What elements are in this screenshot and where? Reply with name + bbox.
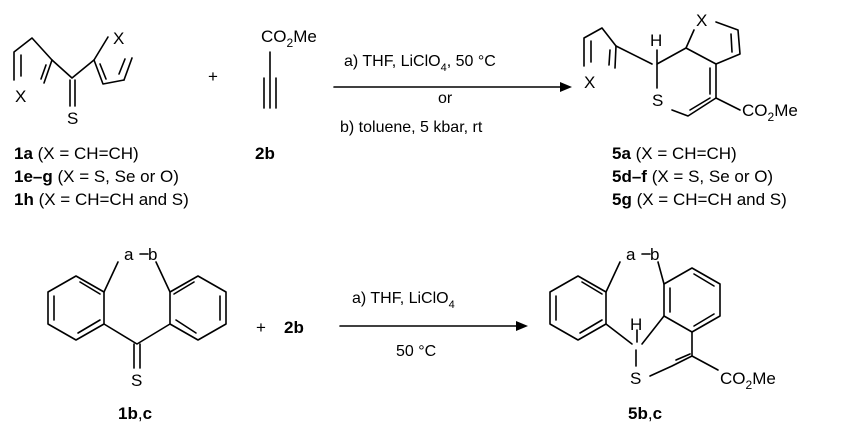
atom-s-ring: S (652, 91, 663, 110)
atom-h: H (650, 31, 662, 50)
atom-x-fused: X (696, 11, 707, 30)
atom-a-reactant: a (124, 245, 134, 264)
atom-s-reactant: S (131, 371, 142, 390)
compound-label-1a: 1a (X = CH=CH) (14, 144, 139, 163)
condition-a-1: a) THF, LiClO4, 50 °C (344, 53, 496, 74)
ester-group-5bc: CO2Me (720, 369, 776, 392)
compound-label-2b: 2b (255, 144, 275, 163)
compound-label-5bc: 5b,c (628, 404, 662, 423)
scheme-2: a b S 1b,c + 2b a) THF, LiClO4 50 °C (47, 245, 776, 423)
atom-h-product: H (630, 315, 642, 334)
reactant-1bc-structure: a b S (47, 245, 227, 390)
compound-label-5a: 5a (X = CH=CH) (612, 144, 737, 163)
condition-or: or (438, 90, 453, 107)
atom-x-left: X (15, 87, 26, 106)
alkyne-2b-structure: CO2Me (261, 27, 317, 109)
product-5a-structure: X X H S CO2Me (583, 11, 798, 124)
atom-b-reactant: b (148, 245, 157, 264)
condition-a-2: a) THF, LiClO4 (352, 290, 455, 311)
reactant-thioketone-structure: X X S (13, 29, 133, 128)
reactant-thioketone-labels: 1a (X = CH=CH) 1e–g (X = S, Se or O) 1h … (14, 144, 189, 209)
atom-s-product: S (630, 369, 641, 388)
atom-a-product: a (626, 245, 636, 264)
compound-label-1e-g: 1e–g (X = S, Se or O) (14, 167, 179, 186)
atom-x-right: X (113, 29, 124, 48)
reaction-arrow-1 (333, 82, 572, 92)
product-5-labels: 5a (X = CH=CH) 5d–f (X = S, Se or O) 5g … (612, 144, 787, 209)
plus-sign-2: + (256, 318, 266, 337)
product-5bc-structure: a b H S CO2Me (549, 245, 776, 392)
compound-label-1h: 1h (X = CH=CH and S) (14, 190, 189, 209)
atom-s: S (67, 109, 78, 128)
atom-x-pendant: X (584, 73, 595, 92)
condition-b-1: b) toluene, 5 kbar, rt (340, 119, 483, 136)
compound-label-5g: 5g (X = CH=CH and S) (612, 190, 787, 209)
reaction-arrow-2 (339, 321, 528, 331)
atom-b-product: b (650, 245, 659, 264)
compound-label-1bc: 1b,c (118, 404, 152, 423)
scheme-1: X X S 1a (X = CH=CH) 1e–g (X = S, Se or … (13, 11, 798, 209)
condition-temp-2: 50 °C (396, 343, 436, 360)
reagent-label-2b: 2b (284, 318, 304, 337)
plus-sign-1: + (208, 67, 218, 86)
ester-group-5a: CO2Me (742, 101, 798, 124)
compound-label-5d-f: 5d–f (X = S, Se or O) (612, 167, 773, 186)
ester-group-2b: CO2Me (261, 27, 317, 50)
